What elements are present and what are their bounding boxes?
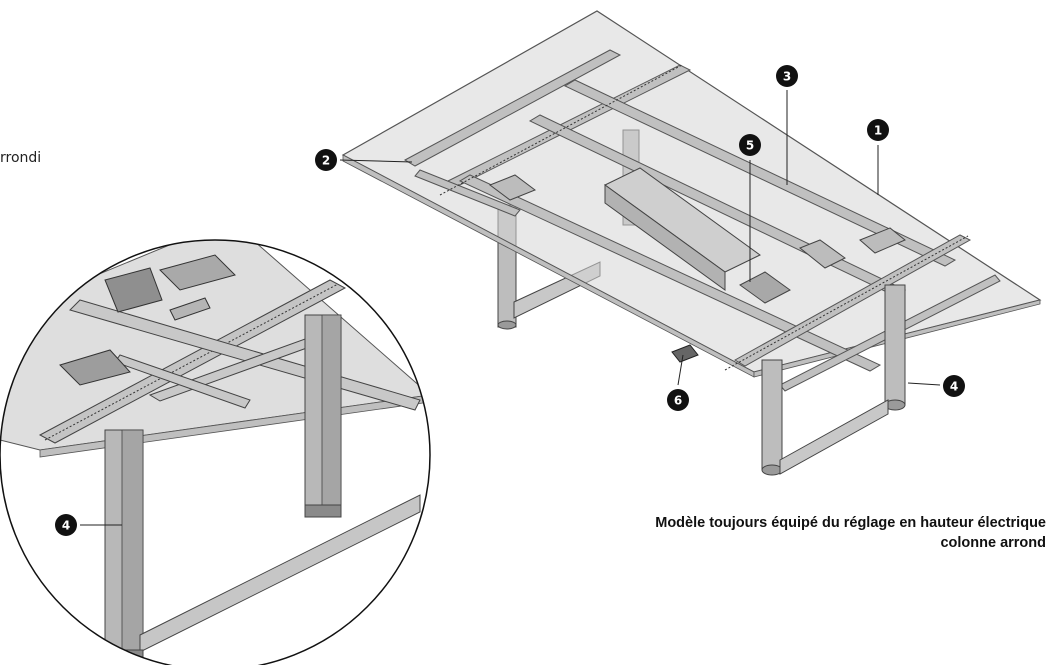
svg-text:6: 6 (674, 394, 682, 408)
svg-text:5: 5 (746, 139, 754, 153)
callout-6: 6 (667, 389, 689, 411)
caption-line-1: Modèle toujours équipé du réglage en hau… (655, 515, 1046, 531)
leader-lines (339, 90, 941, 386)
side-text-fragment: rrondi (0, 150, 42, 166)
control-switch (671, 344, 699, 363)
svg-text:4: 4 (950, 380, 958, 394)
svg-text:3: 3 (783, 70, 791, 84)
svg-text:4: 4 (62, 519, 70, 533)
detail-view (0, 239, 431, 665)
caption-line-2: colonne arrond (940, 535, 1046, 551)
callout-4: 4 (943, 375, 965, 397)
callout-3: 3 (776, 65, 798, 87)
caption: Modèle toujours équipé du réglage en hau… (486, 513, 1046, 553)
svg-text:2: 2 (322, 154, 330, 168)
front-legs (761, 284, 906, 476)
svg-text:1: 1 (874, 124, 882, 138)
callout-2: 2 (315, 149, 337, 171)
callout-5: 5 (739, 134, 761, 156)
motor-housing (488, 167, 906, 304)
main-table (341, 10, 1042, 476)
callout-4-detail: 4 (55, 514, 77, 536)
callout-1: 1 (867, 119, 889, 141)
